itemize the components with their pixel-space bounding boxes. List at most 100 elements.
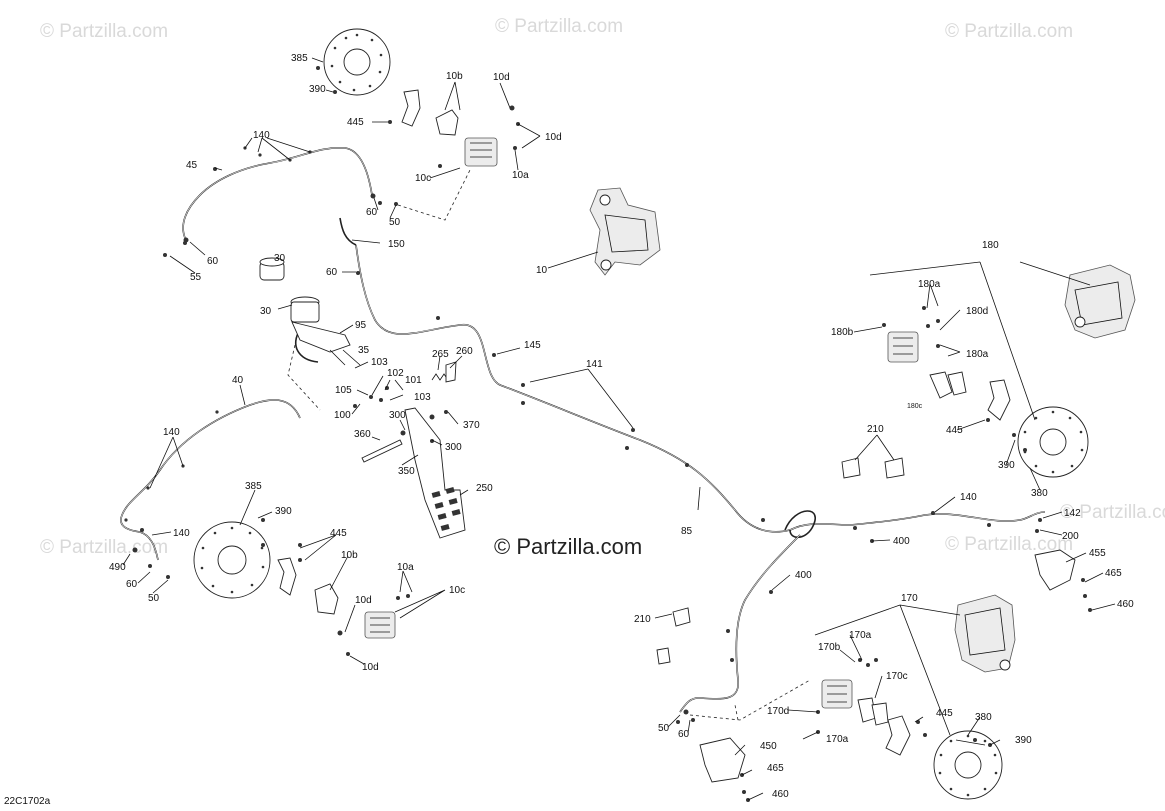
callout-370: 370 <box>463 420 480 431</box>
callout-170a: 170a <box>849 630 872 641</box>
callout-10c: 10c <box>415 173 431 184</box>
callout-50: 50 <box>658 723 670 734</box>
callout-260: 260 <box>456 346 473 357</box>
callout-10d: 10d <box>362 662 379 673</box>
callout-380: 380 <box>1031 488 1048 499</box>
callout-10a: 10a <box>397 562 414 573</box>
callout-350: 350 <box>398 466 415 477</box>
watermark-text: © Partzilla.com <box>945 21 1073 42</box>
callout-490: 490 <box>109 562 126 573</box>
callout-100: 100 <box>334 410 351 421</box>
callout-445: 445 <box>936 708 953 719</box>
callout-55: 55 <box>190 272 202 283</box>
caliper-10-assembly <box>589 187 661 276</box>
callout-390: 390 <box>309 84 326 95</box>
callout-170d: 170d <box>767 706 789 717</box>
callout-465: 465 <box>767 763 784 774</box>
callout-10a: 10a <box>512 170 529 181</box>
callout-103: 103 <box>414 392 431 403</box>
callout-380: 380 <box>975 712 992 723</box>
callout-140: 140 <box>960 492 977 503</box>
callout-10c: 10c <box>449 585 465 596</box>
watermark-text: © Partzilla.com <box>40 537 168 558</box>
callout-60: 60 <box>678 729 690 740</box>
callout-360: 360 <box>354 429 371 440</box>
callout-180a: 180a <box>918 279 941 290</box>
callout-35: 35 <box>358 345 370 356</box>
watermark-text: © Partzilla.com <box>495 16 623 37</box>
brake-line-400 <box>679 534 801 713</box>
callout-142: 142 <box>1064 508 1081 519</box>
callout-170: 170 <box>901 593 918 604</box>
callout-150: 150 <box>388 239 405 250</box>
callout-450: 450 <box>760 741 777 752</box>
clip-210-right <box>841 457 905 479</box>
callout-103: 103 <box>371 357 388 368</box>
reservoir-30 <box>259 257 285 281</box>
callout-180a: 180a <box>966 349 989 360</box>
callout-140: 140 <box>163 427 180 438</box>
callout-170a: 170a <box>826 734 849 745</box>
callout-445: 445 <box>946 425 963 436</box>
caliper-180-assembly <box>1064 264 1136 339</box>
callout-10b: 10b <box>446 71 463 82</box>
callout-210: 210 <box>867 424 884 435</box>
caliper-10-exploded <box>401 89 498 167</box>
bracket-450 <box>699 737 746 783</box>
callout-170b: 170b <box>818 642 841 653</box>
callout-140: 140 <box>173 528 190 539</box>
callout-180: 180 <box>982 240 999 251</box>
callout-101: 101 <box>405 375 422 386</box>
callout-300: 300 <box>445 442 462 453</box>
callout-labels: 385 390 445 10b 10d 10d 10c 10a 140 45 6… <box>109 53 1134 800</box>
watermark-text: © Partzilla.com <box>945 534 1073 555</box>
fittings <box>124 66 1092 802</box>
callout-140: 140 <box>253 130 270 141</box>
callout-265: 265 <box>432 349 449 360</box>
callout-60: 60 <box>366 207 378 218</box>
callout-400: 400 <box>795 570 812 581</box>
watermark-text: © Partzilla.com <box>1060 502 1165 523</box>
leader-lines <box>122 57 1116 801</box>
callout-40: 40 <box>232 375 244 386</box>
callout-400: 400 <box>893 536 910 547</box>
callout-180d: 180d <box>966 306 988 317</box>
callout-145: 145 <box>524 340 541 351</box>
callout-460: 460 <box>1117 599 1134 610</box>
callout-60: 60 <box>326 267 338 278</box>
callout-300: 300 <box>389 410 406 421</box>
callout-10b: 10b <box>341 550 358 561</box>
caliper-170-assembly <box>954 594 1016 673</box>
callout-180b: 180b <box>831 327 854 338</box>
callout-390: 390 <box>1015 735 1032 746</box>
watermark-text: © Partzilla.com <box>40 21 168 42</box>
callout-10d: 10d <box>545 132 562 143</box>
callout-50: 50 <box>389 217 401 228</box>
callout-455: 455 <box>1089 548 1106 559</box>
callout-390: 390 <box>275 506 292 517</box>
brake-disc-380-bottom <box>933 730 1003 800</box>
center-watermark: © Partzilla.com <box>494 534 642 559</box>
callout-200: 200 <box>1062 531 1079 542</box>
brake-disc-380-right <box>1017 406 1089 478</box>
watermark-layer: © Partzilla.com © Partzilla.com © Partzi… <box>40 16 1165 559</box>
callout-60: 60 <box>207 256 219 267</box>
bolt-360 <box>361 439 403 463</box>
callout-105: 105 <box>335 385 352 396</box>
callout-102: 102 <box>387 368 404 379</box>
callout-10d: 10d <box>355 595 372 606</box>
callout-385: 385 <box>245 481 262 492</box>
caliper-10-exploded-left <box>277 557 396 639</box>
callout-30: 30 <box>274 253 286 264</box>
callout-250: 250 <box>476 483 493 494</box>
callout-445: 445 <box>347 117 364 128</box>
brake-lines <box>120 147 1046 713</box>
dashed-guides <box>287 169 811 721</box>
clip-210-bottom <box>656 607 691 665</box>
callout-460: 460 <box>772 789 789 800</box>
caliper-180-exploded <box>887 331 1011 421</box>
callout-210: 210 <box>634 614 651 625</box>
callout-445: 445 <box>330 528 347 539</box>
callout-141: 141 <box>586 359 603 370</box>
